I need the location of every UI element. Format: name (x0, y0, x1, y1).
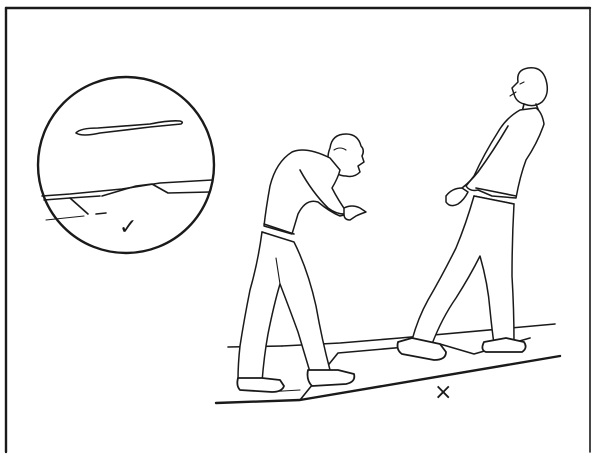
correct-checkmark: ✓ (119, 215, 137, 240)
upright-walker-figure (398, 68, 548, 360)
incorrect-cross-mark: × (434, 380, 452, 405)
stooped-walker-figure (237, 134, 366, 392)
